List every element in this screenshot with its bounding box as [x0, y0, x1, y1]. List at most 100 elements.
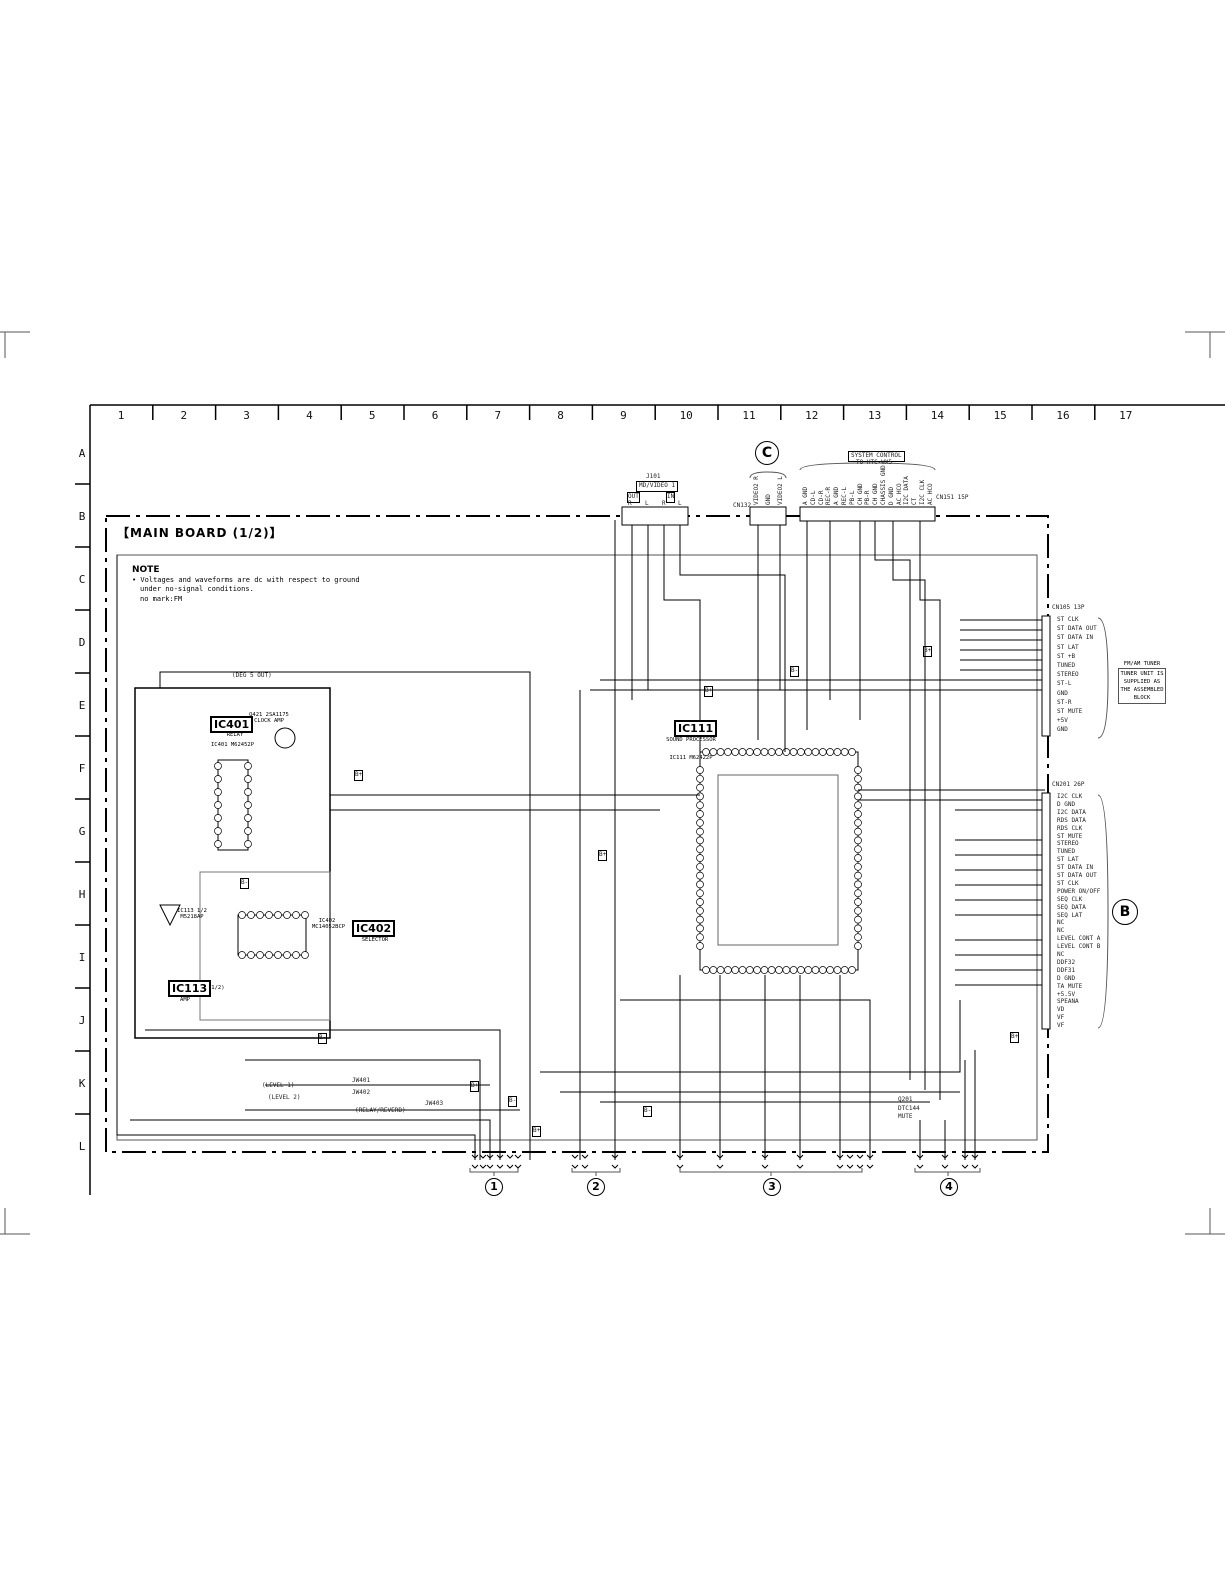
- grid-column-label: 3: [243, 409, 250, 422]
- connector-marker-b: B: [1112, 899, 1138, 925]
- cn132-pin-label: GND: [765, 494, 772, 505]
- board-connector-pin: [471, 1154, 479, 1169]
- j101-out: OUT: [627, 492, 640, 503]
- cn201-pin-label: +5.5V: [1057, 990, 1076, 998]
- j101-title: MD/VIDEO 1: [636, 481, 679, 492]
- cn201-pin-label: ST CLK: [1057, 879, 1079, 887]
- board-connector-pin: [676, 1154, 684, 1169]
- tuner-line: SUPPLIED AS: [1123, 679, 1161, 685]
- b-plus-marker: B+: [532, 1126, 542, 1137]
- cn151-pin-label: AC HCO: [926, 483, 934, 505]
- grid-row-label: K: [79, 1077, 86, 1090]
- ic111-desc: SOUND PROCESSOR: [666, 737, 716, 743]
- grid-row-label: F: [79, 762, 86, 775]
- grid-column-label: 11: [742, 409, 755, 422]
- ic402-part: IC402 MC14052BCP: [312, 918, 346, 930]
- cn201-pin-label: I2C DATA: [1057, 808, 1086, 816]
- system-control-title: SYSTEM CONTROL: [848, 451, 905, 462]
- connector-marker-c: C: [755, 441, 779, 465]
- level1-label: (LEVEL 1): [262, 1082, 295, 1089]
- cn151-ref: CN151 15P: [936, 494, 969, 501]
- ic402-label: IC402: [352, 920, 396, 937]
- board-connector-pin: [716, 1154, 724, 1169]
- note-line: under no-signal conditions.: [140, 585, 254, 593]
- cn201-pin-label: POWER ON/OFF: [1057, 887, 1101, 895]
- grid-row-label: H: [79, 888, 86, 901]
- cn105-pin-label: ST CLK: [1057, 616, 1079, 623]
- tuner-line: TUNER UNIT IS: [1120, 671, 1164, 677]
- cn132-body: [749, 506, 787, 526]
- b-minus-marker: B-: [240, 878, 250, 889]
- board-connector-pin: [916, 1154, 924, 1169]
- cn201-pin-label: VF: [1057, 1022, 1065, 1030]
- cn201-pin-label: VD: [1057, 1006, 1065, 1014]
- cn105-pin-label: ST +B: [1057, 652, 1076, 660]
- cn105-pin-label: ST DATA IN: [1057, 634, 1094, 642]
- board-connector-pin: [571, 1154, 579, 1169]
- grid-column-label: 16: [1056, 409, 1069, 422]
- group-marker-2: 2: [587, 1178, 605, 1196]
- cn105-pin-label: STEREO: [1057, 671, 1079, 679]
- b-minus-marker: B-: [318, 1033, 328, 1044]
- board-connector-pin: [796, 1154, 804, 1169]
- grid-column-label: 4: [306, 409, 313, 422]
- cn105-pin-label: ST-R: [1057, 698, 1072, 706]
- j101-pin: R: [662, 500, 666, 507]
- group-marker-3: 3: [763, 1178, 781, 1196]
- cn201-pin-label: D GND: [1057, 974, 1076, 982]
- ic401-label: IC401: [210, 716, 254, 733]
- board-connector-pin: [514, 1154, 522, 1169]
- ic402-chip: [237, 911, 309, 959]
- grid-column-label: 17: [1119, 409, 1132, 422]
- cn132-pin-label: VIDEO2 R: [753, 476, 760, 505]
- cn201-body: [1041, 792, 1051, 1030]
- cn201-pin-label: NC: [1057, 919, 1065, 927]
- ic401-block: [134, 687, 331, 1039]
- deg-out-label: (DEG 5 OUT): [232, 672, 272, 679]
- board-title: 【MAIN BOARD (1/2)】: [117, 526, 283, 540]
- note-line: • Voltages and waveforms are dc with res…: [132, 575, 360, 584]
- cn201-pin-label: DDF32: [1057, 958, 1076, 966]
- cn132-pin-label: VIDEO2 L: [777, 476, 784, 505]
- cn105-body: [1041, 615, 1051, 737]
- cn105-pin-label: ST DATA OUT: [1057, 625, 1097, 633]
- wires: [116, 520, 1045, 1160]
- grid-row-label: L: [79, 1140, 86, 1153]
- board-connector-pin: [611, 1154, 619, 1169]
- cn105-pin-label: GND: [1057, 689, 1068, 697]
- note-heading: NOTE: [132, 565, 160, 575]
- grid-row-label: G: [79, 825, 86, 838]
- grid-column-label: 8: [557, 409, 564, 422]
- cn105-pin-label: ST-L: [1057, 680, 1072, 688]
- grid-column-label: 14: [931, 409, 945, 422]
- crop-marks: [0, 331, 1225, 1235]
- cn201-pin-label: DDF31: [1057, 966, 1076, 974]
- ic111-chip: [696, 748, 862, 974]
- board-connector-pin: [971, 1154, 979, 1169]
- ic113-label: IC113: [168, 980, 212, 997]
- b-plus-marker: B+: [470, 1081, 480, 1092]
- board-connector-pin: [941, 1154, 949, 1169]
- cn201-pin-label: NC: [1057, 951, 1065, 958]
- grid-column-label: 13: [868, 409, 881, 422]
- grid-column-label: 7: [494, 409, 501, 422]
- grid-column-label: 15: [994, 409, 1007, 422]
- cn105-pin-label: ST MUTE: [1057, 708, 1083, 715]
- cn201-pin-label: ST MUTE: [1057, 832, 1083, 840]
- cn201-pin-label: D GND: [1057, 800, 1076, 808]
- ic113-unit: (1/2): [208, 985, 225, 991]
- grid-column-label: 1: [118, 409, 125, 422]
- grid-column-label: 6: [432, 409, 439, 422]
- cn132-ref: CN132: [733, 502, 752, 509]
- cn201-pin-label: NC: [1057, 927, 1065, 935]
- board-connector-pin: [506, 1154, 514, 1169]
- group-marker-4: 4: [940, 1178, 958, 1196]
- cn105-pin-label: +5V: [1057, 717, 1068, 725]
- note-line: no mark:FM: [140, 594, 183, 603]
- grid-row-label: D: [79, 636, 86, 649]
- board-connector-pin: [761, 1154, 769, 1169]
- cn105-pin-label: TUNED: [1057, 662, 1076, 669]
- cn201-pin-label: LEVEL CONT B: [1057, 943, 1101, 951]
- ic113-desc: AMP: [180, 997, 190, 1003]
